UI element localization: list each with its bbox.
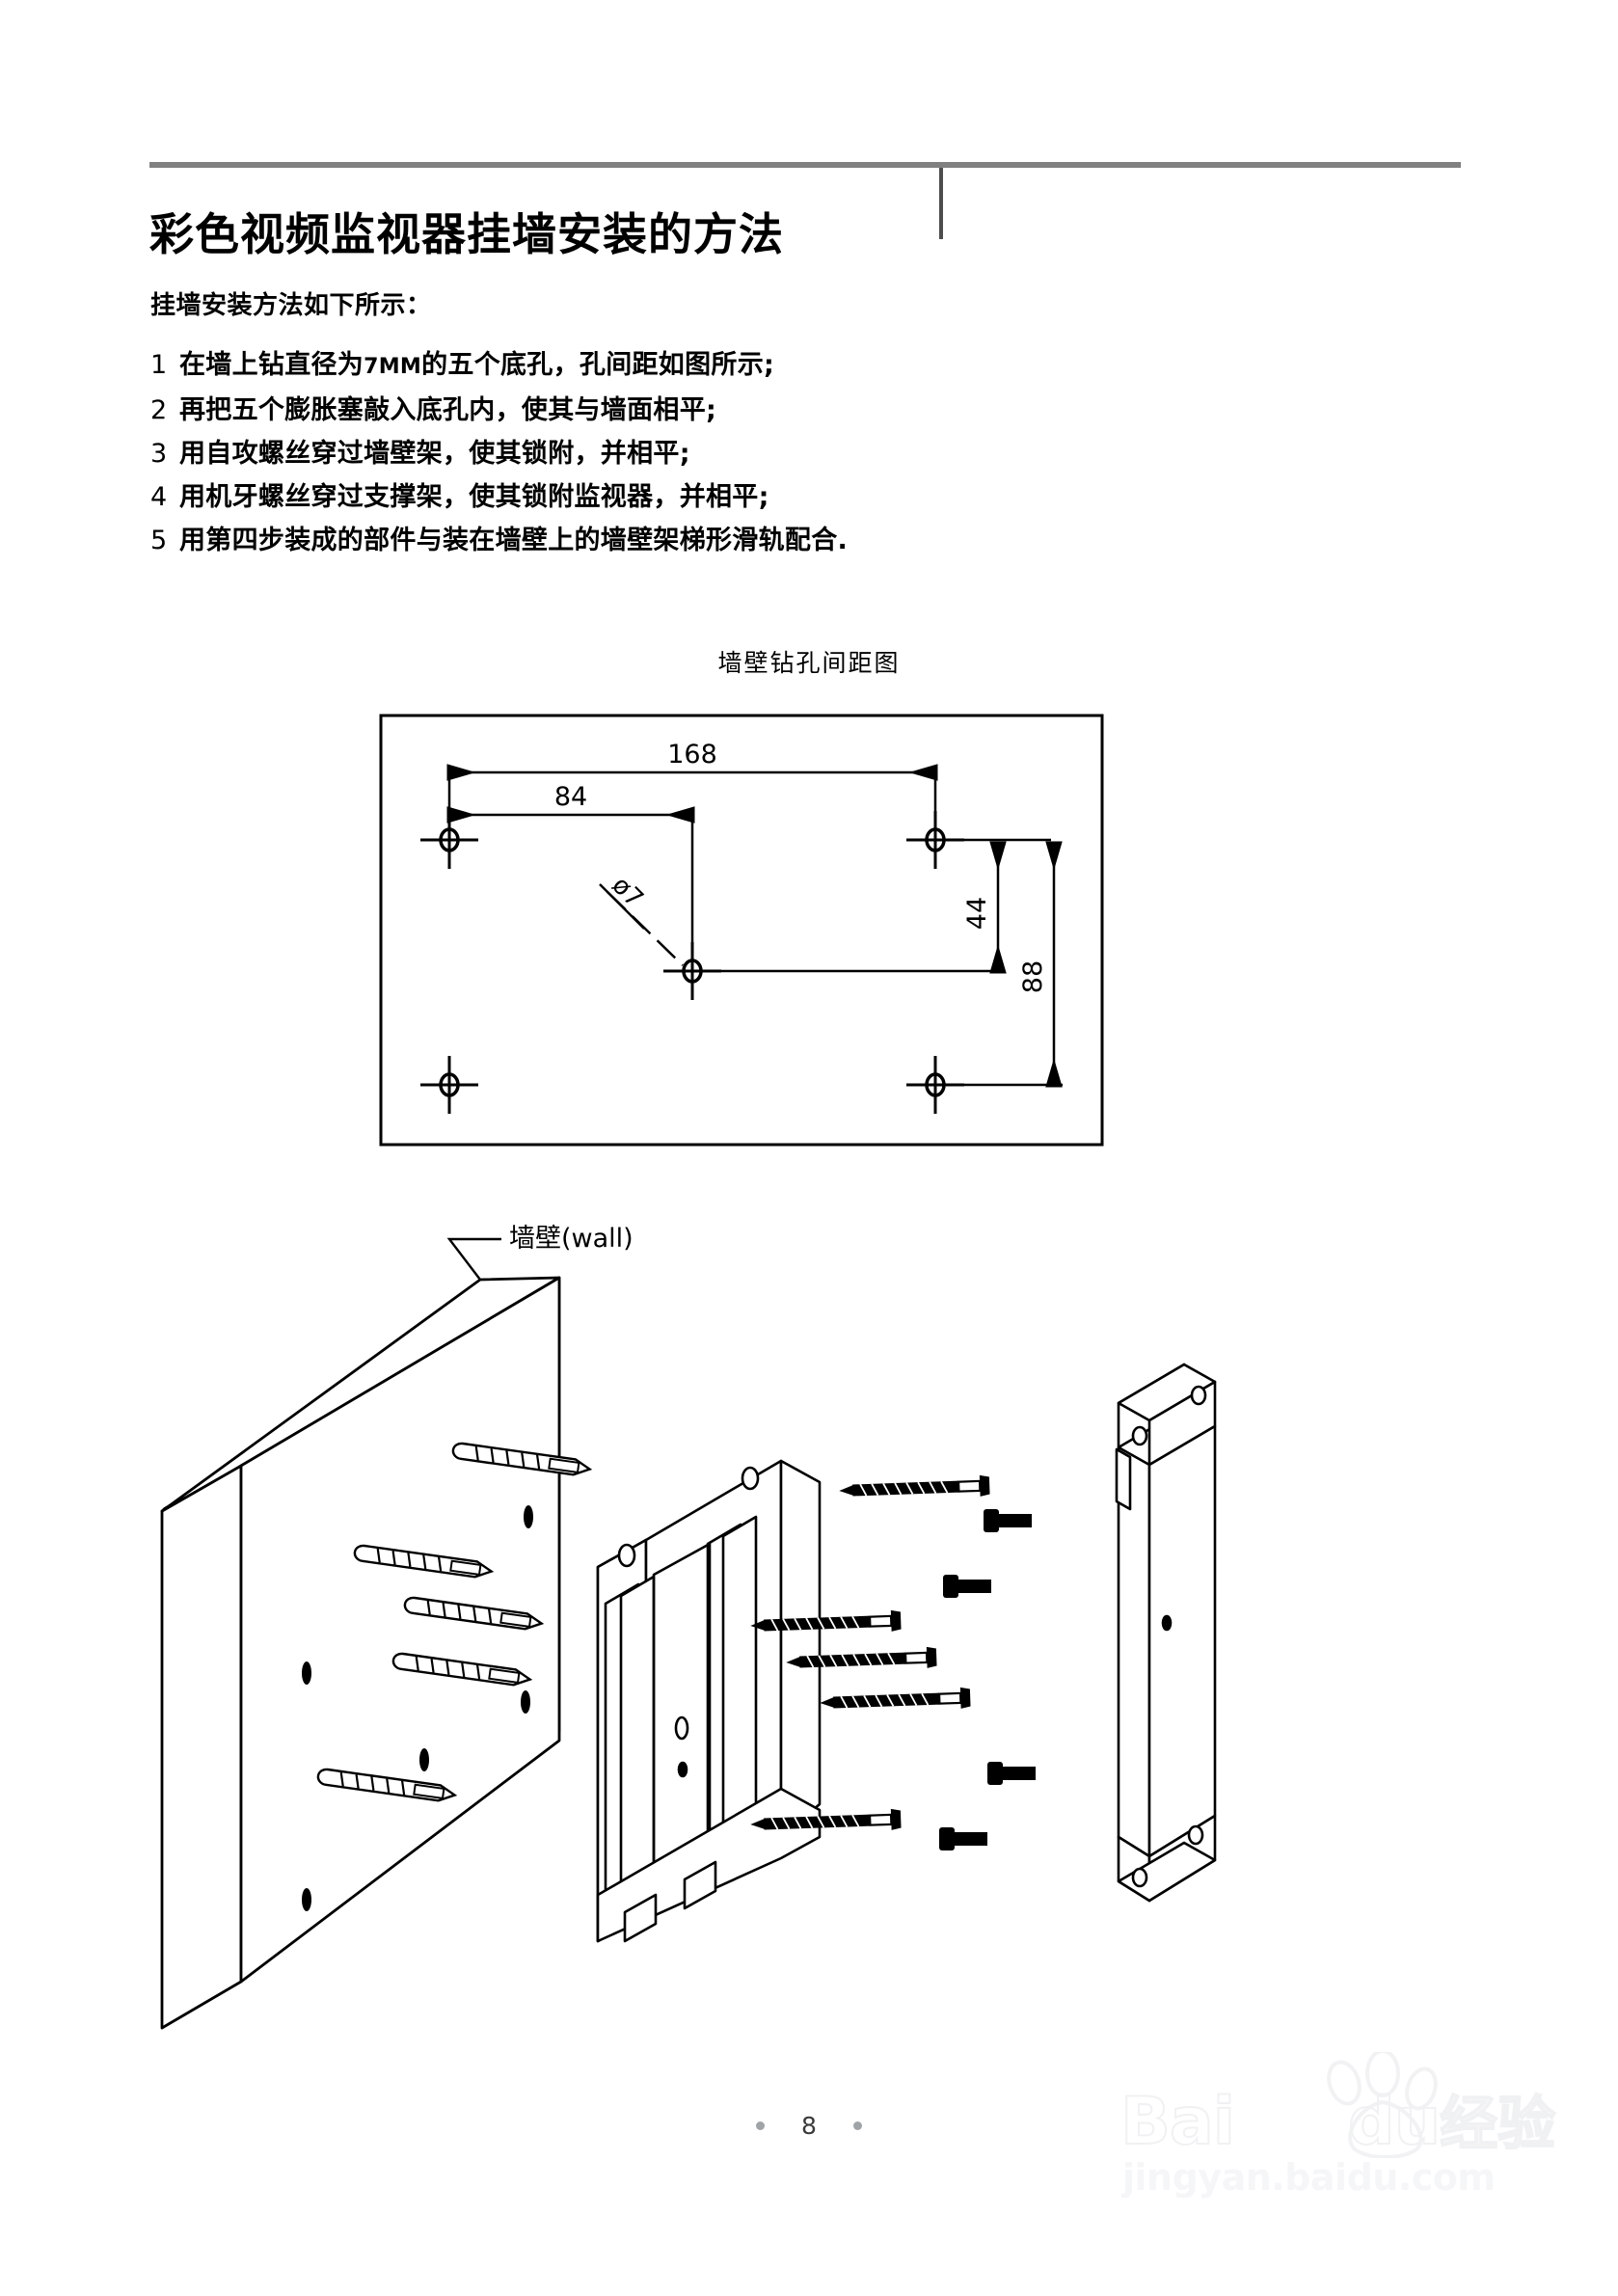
wall-label: 墙壁(wall) [509, 1224, 634, 1254]
dimension-label-84: 84 [554, 782, 587, 812]
wall-hole-5 [521, 1690, 530, 1714]
dimension-label-168: 168 [667, 740, 717, 770]
self-tapping-screw-1 [839, 1474, 990, 1497]
step-item-2: 2 再把五个膨胀塞敲入底孔内，使其与墙面相平; [150, 389, 1211, 432]
wall-anchor-plug-1 [451, 1442, 593, 1476]
baidu-paw-icon [1327, 2052, 1438, 2158]
self-tapping-screw-4 [820, 1687, 971, 1709]
step-item-1: 1 在墙上钻直径为7MM的五个底孔，孔间距如图所示; [150, 343, 1211, 389]
step-item-3: 3 用自攻螺丝穿过墙壁架，使其锁附，并相平; [150, 432, 1211, 475]
watermark-brand: Bai du经验 [1119, 2077, 1556, 2161]
step-text: 再把五个膨胀塞敲入底孔内，使其与墙面相平; [179, 395, 717, 425]
support-hole-bottom [1187, 1824, 1204, 1846]
bracket-hole-mid [674, 1715, 689, 1741]
machine-screw-group [939, 1509, 1036, 1850]
step-item-5: 5 用第四步装成的部件与装在墙壁上的墙壁架梯形滑轨配合. [150, 519, 1211, 562]
dimension-label-diameter: ø7 [607, 871, 649, 913]
exploded-assembly-diagram: 墙壁(wall) [145, 1220, 1495, 2092]
wall-hole-1 [302, 1661, 311, 1685]
wall-block-outline [160, 1276, 561, 2030]
step-number: 3 [150, 439, 168, 469]
step-text-before: 在墙上钻直径为 [179, 350, 364, 380]
machine-screw-1 [984, 1509, 1032, 1532]
watermark-brand-bai: Bai [1119, 2083, 1236, 2161]
machine-screw-4 [939, 1827, 987, 1850]
intro-text: 挂墙安装方法如下所示： [150, 291, 432, 320]
self-tapping-screw-5 [750, 1808, 902, 1830]
machine-screw-2 [943, 1575, 991, 1598]
wall-anchor-plug-3 [403, 1596, 545, 1631]
step-text-after: 的五个底孔，孔间距如图所示; [421, 350, 775, 380]
watermark-brand-cn: 经验 [1439, 2090, 1556, 2159]
page-number: 8 [801, 2112, 817, 2140]
wall-anchor-plug-2 [353, 1544, 495, 1579]
drill-hole-bottom-left [420, 1056, 478, 1114]
wall-hole-3 [419, 1748, 429, 1771]
bracket-hole-small [677, 1761, 688, 1778]
support-hole-upper-left [1131, 1425, 1148, 1446]
self-tapping-screw-group [750, 1474, 990, 1830]
diagram-frame [379, 714, 1104, 1147]
wall-hole-2 [302, 1888, 311, 1911]
step-text: 用第四步装成的部件与装在墙壁上的墙壁架梯形滑轨配合. [179, 526, 849, 555]
watermark-brand-du: du [1347, 2083, 1442, 2161]
footer-dot-left [756, 2121, 766, 2130]
step-number: 4 [150, 482, 168, 512]
step-text: 用自攻螺丝穿过墙壁架，使其锁附，并相平; [179, 439, 690, 469]
support-hole-lower-left [1131, 1867, 1148, 1888]
installation-steps: 1 在墙上钻直径为7MM的五个底孔，孔间距如图所示; 2 再把五个膨胀塞敲入底孔内，… [150, 343, 1211, 562]
wall-hole-group [302, 1505, 533, 1911]
watermark-url: jingyan.baidu.com [1122, 2156, 1496, 2199]
step-number: 1 [150, 350, 168, 380]
bracket-hole-bottom [617, 1543, 636, 1568]
step-number: 2 [150, 395, 168, 425]
baidu-watermark: Bai du经验 jingyan.baidu.com [1119, 2052, 1556, 2245]
page-title: 彩色视频监视器挂墙安装的方法 [149, 207, 784, 260]
dimension-88: 88 [935, 841, 1063, 1088]
dimension-84: 84 [446, 782, 695, 965]
page-footer: 8 [0, 2112, 1618, 2140]
step-number: 5 [150, 526, 168, 555]
step-text: 用机牙螺丝穿过支撑架，使其锁附监视器，并相平; [179, 482, 769, 512]
wall-anchor-plug-4 [391, 1652, 533, 1687]
footer-dot-right [852, 2121, 862, 2130]
diameter-callout: ø7 [599, 871, 684, 966]
wall-label-leader [446, 1237, 501, 1281]
header-rule [149, 162, 1461, 168]
drill-figure-caption: 墙壁钻孔间距图 [717, 649, 901, 677]
wall-anchor-plug-5 [316, 1768, 458, 1802]
machine-screw-3 [987, 1762, 1036, 1785]
step-emphasis: 7MM [364, 355, 422, 379]
support-center-hole [1161, 1614, 1173, 1632]
self-tapping-screw-3 [786, 1646, 937, 1668]
wall-mount-bracket [596, 1459, 822, 1943]
support-bracket [1115, 1363, 1217, 1903]
drill-spacing-diagram: 168 84 44 88 [376, 709, 1109, 1166]
step-item-4: 4 用机牙螺丝穿过支撑架，使其锁附监视器，并相平; [150, 475, 1211, 519]
dimension-label-44: 44 [962, 897, 992, 930]
bracket-hole-top [741, 1466, 760, 1491]
support-hole-top [1190, 1385, 1207, 1406]
wall-anchor-plug-group [316, 1442, 593, 1802]
dimension-label-88: 88 [1018, 960, 1048, 993]
self-tapping-screw-2 [750, 1609, 902, 1632]
header-divider [939, 168, 943, 239]
dimension-44: 44 [935, 838, 1051, 974]
dimension-168: 168 [446, 740, 938, 836]
wall-hole-4 [524, 1505, 533, 1528]
